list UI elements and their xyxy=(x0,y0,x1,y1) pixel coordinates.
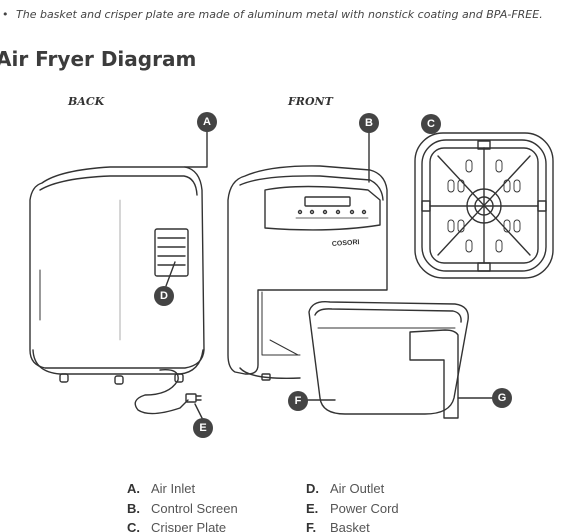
back-view-fryer xyxy=(30,132,207,418)
legend-item: C.Crisper Plate xyxy=(127,520,226,532)
legend-item: D.Air Outlet xyxy=(306,481,384,496)
legend-item: F.Basket xyxy=(306,520,370,532)
basket-drawing xyxy=(308,302,492,418)
air-fryer-diagram: COSORI xyxy=(0,0,573,480)
legend-item: E.Power Cord xyxy=(306,501,399,516)
crisper-plate-drawing xyxy=(415,133,553,278)
callout-e: E xyxy=(193,418,213,438)
parts-legend: A.Air Inlet B.Control Screen C.Crisper P… xyxy=(0,481,573,532)
legend-item: A.Air Inlet xyxy=(127,481,195,496)
callout-d: D xyxy=(154,286,174,306)
callout-g: G xyxy=(492,388,512,408)
front-view-fryer xyxy=(228,132,387,380)
callout-f: F xyxy=(288,391,308,411)
legend-item: B.Control Screen xyxy=(127,501,238,516)
brand-logo: COSORI xyxy=(332,239,360,248)
callout-c: C xyxy=(421,114,441,134)
callout-a: A xyxy=(197,112,217,132)
callout-b: B xyxy=(359,113,379,133)
